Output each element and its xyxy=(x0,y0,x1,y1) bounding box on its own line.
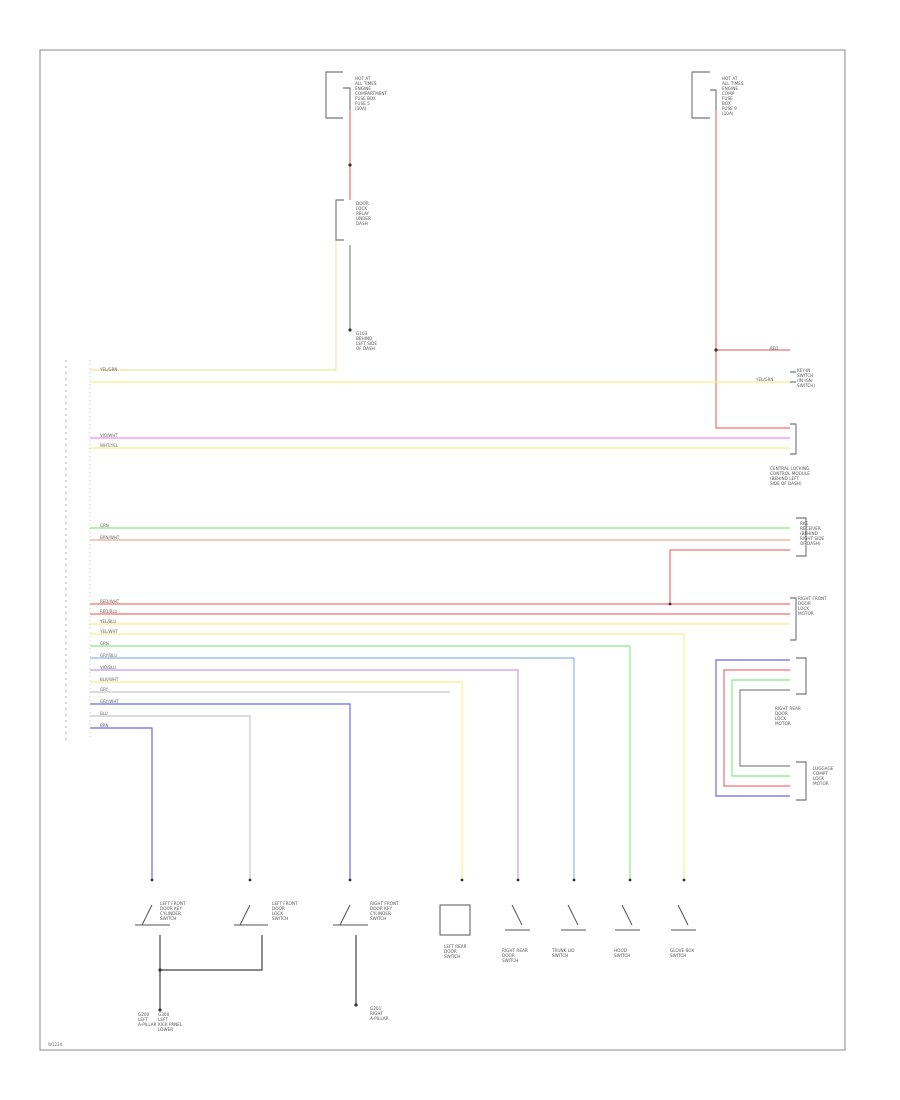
wire-grey-2 xyxy=(90,715,251,880)
switch-2-icon xyxy=(234,904,268,926)
wire-tag-w18: RED xyxy=(770,346,778,351)
wire-tag-w1: YEL/GRN xyxy=(99,367,117,372)
switch-6-icon xyxy=(561,904,586,931)
wire-tag-w8: RED/BLU xyxy=(100,609,118,614)
wire-right-black xyxy=(739,689,790,767)
splice-dots xyxy=(150,163,718,1012)
wire-relay-out xyxy=(90,240,337,371)
figure-code: W1234 xyxy=(48,1042,63,1047)
wire-right-red xyxy=(723,669,790,787)
door-lock-relay xyxy=(335,199,344,241)
switch-3-icon xyxy=(333,904,368,926)
wire-blue-grey xyxy=(90,657,575,880)
wire-color-tags: YEL/GRN YEL/GRN VIO/WHT WHT/YEL GRN BRN/WHT RE… xyxy=(99,346,778,728)
wire-yellow-4 xyxy=(90,633,685,880)
trunk-switch-icon xyxy=(439,904,471,936)
switch-1-icon xyxy=(135,904,170,926)
wire-red-rf xyxy=(669,549,790,604)
wire-lilac xyxy=(90,669,519,880)
wire-tag-w14: BLK/WHT xyxy=(100,677,119,682)
right-connectors xyxy=(790,371,807,801)
fuse-box-right xyxy=(691,71,717,119)
wire-tag-w13: VIO/BLU xyxy=(100,665,116,670)
fuse-box-left xyxy=(325,71,351,119)
wire-ground-link xyxy=(160,935,263,971)
wire-tag-w19: BRN xyxy=(100,723,109,728)
wire-tag-w4: WHT/YEL xyxy=(100,443,119,448)
wire-right-blue xyxy=(715,659,790,797)
switches xyxy=(135,904,696,936)
wire-tag-w5: GRN xyxy=(100,523,109,528)
wires xyxy=(90,110,790,1010)
switch-8-icon xyxy=(671,904,696,931)
wire-tag-w6: BRN/WHT xyxy=(100,535,120,540)
wire-tag-w11: GRN xyxy=(100,641,109,646)
wire-tag-w9: YEL/BLU xyxy=(99,619,116,624)
wire-tag-w15: GRY xyxy=(100,687,109,692)
wire-blue-1 xyxy=(90,703,351,880)
wire-blue-2 xyxy=(90,727,153,880)
diagram-frame xyxy=(39,49,846,1051)
wire-tag-w2: YEL/GRN xyxy=(755,377,773,382)
wire-fuse-right xyxy=(715,110,790,429)
wire-tag-w10: YEL/WHT xyxy=(99,629,119,634)
wire-tag-w3: VIO/WHT xyxy=(100,433,118,438)
wire-tag-w7: RED/WHT xyxy=(100,599,120,604)
wire-tag-w16: GRY/WHT xyxy=(100,699,119,704)
wire-right-green xyxy=(731,679,790,777)
wire-tag-w12: GRY/BLU xyxy=(100,653,117,658)
wire-green-2 xyxy=(90,645,631,880)
switch-7-icon xyxy=(615,904,640,931)
switch-5-icon xyxy=(505,904,530,931)
wire-tag-w17: BLU xyxy=(100,711,108,716)
wire-yellow-5 xyxy=(90,681,463,880)
